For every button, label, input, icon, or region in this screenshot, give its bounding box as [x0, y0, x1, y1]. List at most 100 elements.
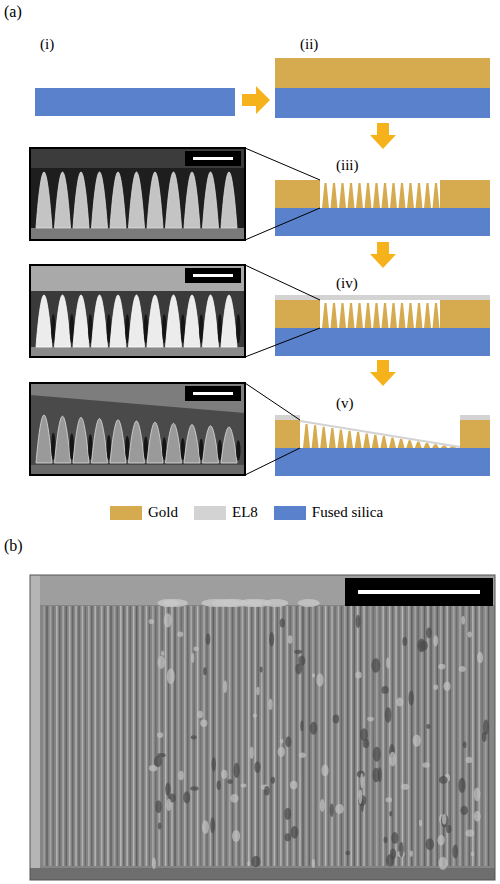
sem-ridge — [286, 606, 288, 866]
sem-grain — [396, 698, 403, 707]
sem-grain — [167, 669, 175, 685]
sem-grain — [433, 635, 438, 646]
sem-ridge — [318, 606, 320, 866]
sem-grain — [438, 664, 445, 670]
sem-ridge — [242, 606, 244, 866]
sem-groove — [123, 606, 124, 866]
sem-grain — [295, 663, 302, 674]
sem-grain — [157, 753, 166, 757]
sem-ridge — [280, 606, 282, 866]
sem-ridge — [331, 606, 333, 866]
sem-grain — [247, 861, 250, 866]
legend-item: EL8 — [194, 504, 258, 521]
sem-pillar — [110, 172, 126, 228]
process-arrow — [242, 86, 270, 114]
sem-grain — [386, 854, 394, 866]
sem-grain — [256, 687, 259, 695]
sem-ridge — [235, 606, 237, 866]
sem-groove — [456, 606, 457, 866]
scale-bar — [193, 157, 233, 160]
sem-grain — [408, 691, 413, 706]
sem-groove — [315, 606, 316, 866]
taper-line — [300, 421, 460, 447]
sem-pillar — [184, 425, 200, 463]
sem-grain — [320, 799, 325, 812]
sem-pillar — [92, 172, 108, 228]
sem-grain — [442, 814, 446, 825]
step-label: (i) — [40, 36, 54, 53]
gold-pillar — [390, 183, 397, 208]
sem-ridge — [325, 606, 327, 866]
scale-bar — [193, 274, 233, 277]
sem-grain — [280, 739, 284, 744]
sem-grain — [158, 656, 166, 669]
sem-grain — [193, 646, 198, 651]
sem-grain — [252, 856, 261, 868]
gold-layer — [460, 420, 490, 448]
sem-ridge — [306, 606, 308, 866]
sem-debris — [157, 599, 178, 607]
process-arrow — [370, 242, 396, 268]
sem-ridge — [357, 606, 359, 866]
sem-groove — [379, 606, 380, 866]
sem-background — [30, 265, 245, 357]
sem-groove — [129, 606, 130, 866]
sem-grain — [465, 829, 474, 836]
sem-grain — [358, 789, 362, 804]
sem-pillar — [184, 295, 200, 347]
sem-grain — [154, 756, 162, 768]
sem-band — [30, 265, 245, 291]
sem-grain — [191, 653, 194, 663]
sem-groove — [398, 606, 399, 866]
sem-groove — [78, 606, 79, 866]
sem-grain — [284, 833, 290, 841]
panel-label: (a) — [4, 3, 22, 21]
sem-ridge — [94, 606, 96, 866]
sem-grain — [299, 753, 306, 758]
sem-groove — [91, 606, 92, 866]
gold-pillar — [356, 303, 363, 328]
sem-grain — [294, 650, 302, 654]
sem-frame — [30, 575, 495, 880]
sem-groove — [149, 606, 150, 866]
sem-groove — [251, 606, 252, 866]
gold-pillar — [416, 183, 423, 208]
sem-ridge — [107, 606, 109, 866]
sem-grain — [467, 631, 471, 637]
sem-grain — [227, 779, 233, 784]
sem-grain — [310, 722, 318, 735]
process-arrow — [370, 123, 396, 149]
sem-grain — [463, 741, 467, 748]
sem-grain — [384, 837, 388, 844]
sem-ridge — [43, 606, 45, 866]
legend-swatch — [110, 506, 142, 520]
sem-grain — [288, 635, 293, 643]
sem-ridge — [453, 606, 455, 866]
sem-groove — [174, 606, 175, 866]
sem-grain — [422, 762, 430, 768]
sem-grain — [321, 764, 328, 776]
sem-grain — [230, 794, 238, 803]
sem-grain — [149, 619, 154, 624]
sem-groove — [85, 606, 86, 866]
sem-grain — [345, 851, 350, 855]
sem-grain — [210, 817, 215, 833]
gold-pillar — [382, 183, 389, 208]
sem-groove — [65, 606, 66, 866]
sem-ridge — [312, 606, 314, 866]
sem-grain — [217, 781, 221, 790]
sem-groove — [46, 606, 47, 866]
sem-pillar — [221, 172, 237, 228]
sem-grain — [433, 684, 438, 689]
sem-grain — [177, 632, 183, 637]
sem-grain — [161, 651, 164, 656]
sem-ridge — [114, 606, 116, 866]
gold-pillar — [407, 303, 414, 328]
gold-pillar — [399, 183, 406, 208]
sem-ridge — [478, 606, 480, 866]
sem-ridge — [222, 606, 224, 866]
sem-ridge — [402, 606, 404, 866]
sem-groove — [354, 606, 355, 866]
sem-groove — [328, 606, 329, 866]
